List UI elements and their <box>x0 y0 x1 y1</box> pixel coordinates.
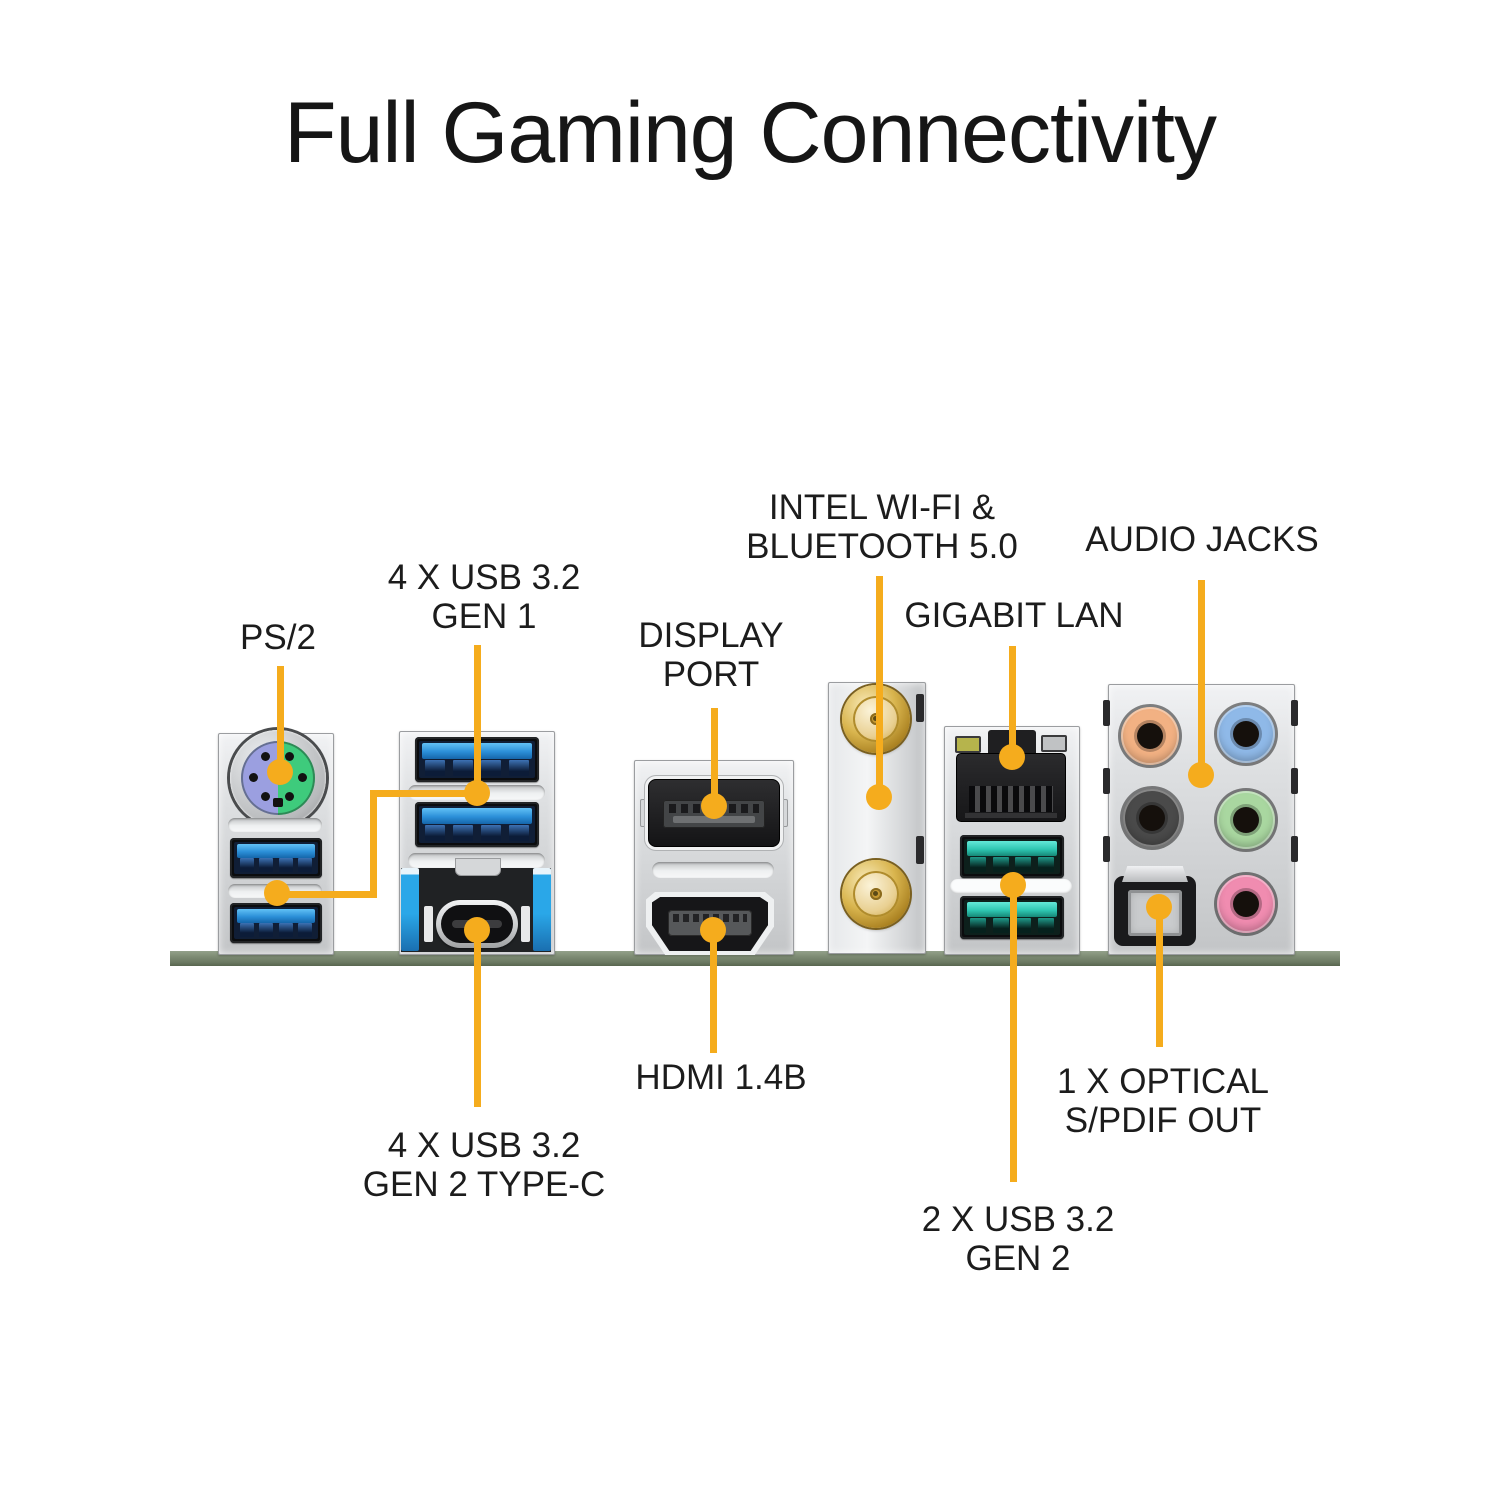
label-usb-gen1: 4 X USB 3.2 GEN 1 <box>388 558 581 636</box>
callout-dot-lan <box>999 744 1025 770</box>
label-usb-c-gen2: 4 X USB 3.2 GEN 2 TYPE-C <box>363 1126 605 1204</box>
label-displayport: DISPLAY PORT <box>638 616 783 694</box>
bracket-notch <box>1291 768 1298 794</box>
lan-led-link <box>1041 735 1067 752</box>
bracket-notch <box>1103 700 1110 726</box>
panel-groove <box>652 862 774 878</box>
callout-line-wifi <box>876 576 883 798</box>
callout-dot-wifi <box>866 784 892 810</box>
label-displayport-line2: PORT <box>662 655 760 695</box>
page-title: Full Gaming Connectivity <box>284 85 1217 181</box>
callout-dot-optical <box>1146 894 1172 920</box>
callout-line-hdmi <box>710 935 717 1053</box>
usb-c-mount <box>533 868 551 951</box>
callout-line-usb-c <box>474 935 481 1107</box>
label-optical-spdif-line1: 1 X OPTICAL <box>1056 1062 1270 1101</box>
usb-a-3-2-gen2-port <box>960 835 1064 878</box>
usb-c-bracket <box>521 906 530 942</box>
label-hdmi: HDMI 1.4B <box>635 1058 807 1097</box>
label-ps2: PS/2 <box>240 618 316 657</box>
bracket-notch <box>1291 700 1298 726</box>
callout-line-usb-gen1 <box>374 790 474 797</box>
callout-dot-usb-gen1-right <box>464 780 490 806</box>
bracket-notch <box>1103 836 1110 862</box>
usb-c-bracket <box>424 906 433 942</box>
callout-line-usb-gen1 <box>474 645 481 793</box>
spdif-flap <box>1122 866 1188 882</box>
audio-jack-line-in <box>1217 705 1275 763</box>
callout-line-lan <box>1009 646 1016 758</box>
callout-dot-usb-gen1-left <box>264 880 290 906</box>
bracket-notch <box>916 694 924 722</box>
label-displayport-line1: DISPLAY <box>638 616 784 655</box>
callout-line-usb-gen1 <box>270 891 374 898</box>
label-audio-jacks: AUDIO JACKS <box>1085 520 1319 559</box>
label-wifi-bt-line2: BLUETOOTH 5.0 <box>746 527 1018 567</box>
label-usb-c-gen2-line2: GEN 2 TYPE-C <box>362 1165 606 1205</box>
label-wifi-bt-line1: INTEL WI-FI & <box>768 488 996 527</box>
label-usb-gen2: 2 X USB 3.2 GEN 2 <box>922 1200 1115 1278</box>
usb-a-3-2-gen1-port <box>230 903 322 943</box>
label-usb-gen1-line1: 4 X USB 3.2 <box>387 558 581 597</box>
usb-c-shield-tab <box>455 858 501 876</box>
callout-dot-usb-c <box>464 917 490 943</box>
audio-jack-rear <box>1123 789 1181 847</box>
bracket-notch <box>916 836 924 864</box>
callout-line-displayport <box>711 708 718 808</box>
label-usb-c-gen2-line1: 4 X USB 3.2 <box>387 1126 581 1165</box>
label-usb-gen2-line1: 2 X USB 3.2 <box>921 1200 1115 1239</box>
lan-led-activity <box>955 736 981 753</box>
label-gigabit-lan: GIGABIT LAN <box>904 596 1124 635</box>
callout-line-usb-gen1 <box>370 790 377 898</box>
label-usb-gen1-line2: GEN 1 <box>431 597 537 637</box>
wifi-antenna-connector <box>842 860 910 928</box>
callout-dot-ps2 <box>267 759 293 785</box>
usb-c-mount <box>401 868 419 951</box>
panel-groove <box>228 818 322 832</box>
audio-jack-mic <box>1217 875 1275 933</box>
usb-a-3-2-gen1-port <box>415 802 539 847</box>
callout-dot-displayport <box>701 793 727 819</box>
bracket-notch <box>1291 836 1298 862</box>
callout-line-ps2 <box>277 666 284 766</box>
callout-line-optical <box>1156 912 1163 1047</box>
label-optical-spdif-line2: S/PDIF OUT <box>1064 1101 1262 1141</box>
audio-jack-line-out <box>1217 791 1275 849</box>
label-optical-spdif: 1 X OPTICAL S/PDIF OUT <box>1057 1062 1269 1140</box>
label-usb-gen2-line2: GEN 2 <box>965 1239 1071 1279</box>
callout-line-usb-gen2 <box>1010 890 1017 1182</box>
bracket-notch <box>1103 768 1110 794</box>
label-wifi-bt: INTEL WI-FI & BLUETOOTH 5.0 <box>746 488 1018 566</box>
callout-dot-usb-gen2 <box>1000 872 1026 898</box>
callout-dot-hdmi <box>700 917 726 943</box>
usb-a-3-2-gen1-port <box>230 838 322 878</box>
audio-jack-orange <box>1121 707 1179 765</box>
callout-line-audio <box>1198 580 1205 776</box>
callout-dot-audio <box>1188 762 1214 788</box>
